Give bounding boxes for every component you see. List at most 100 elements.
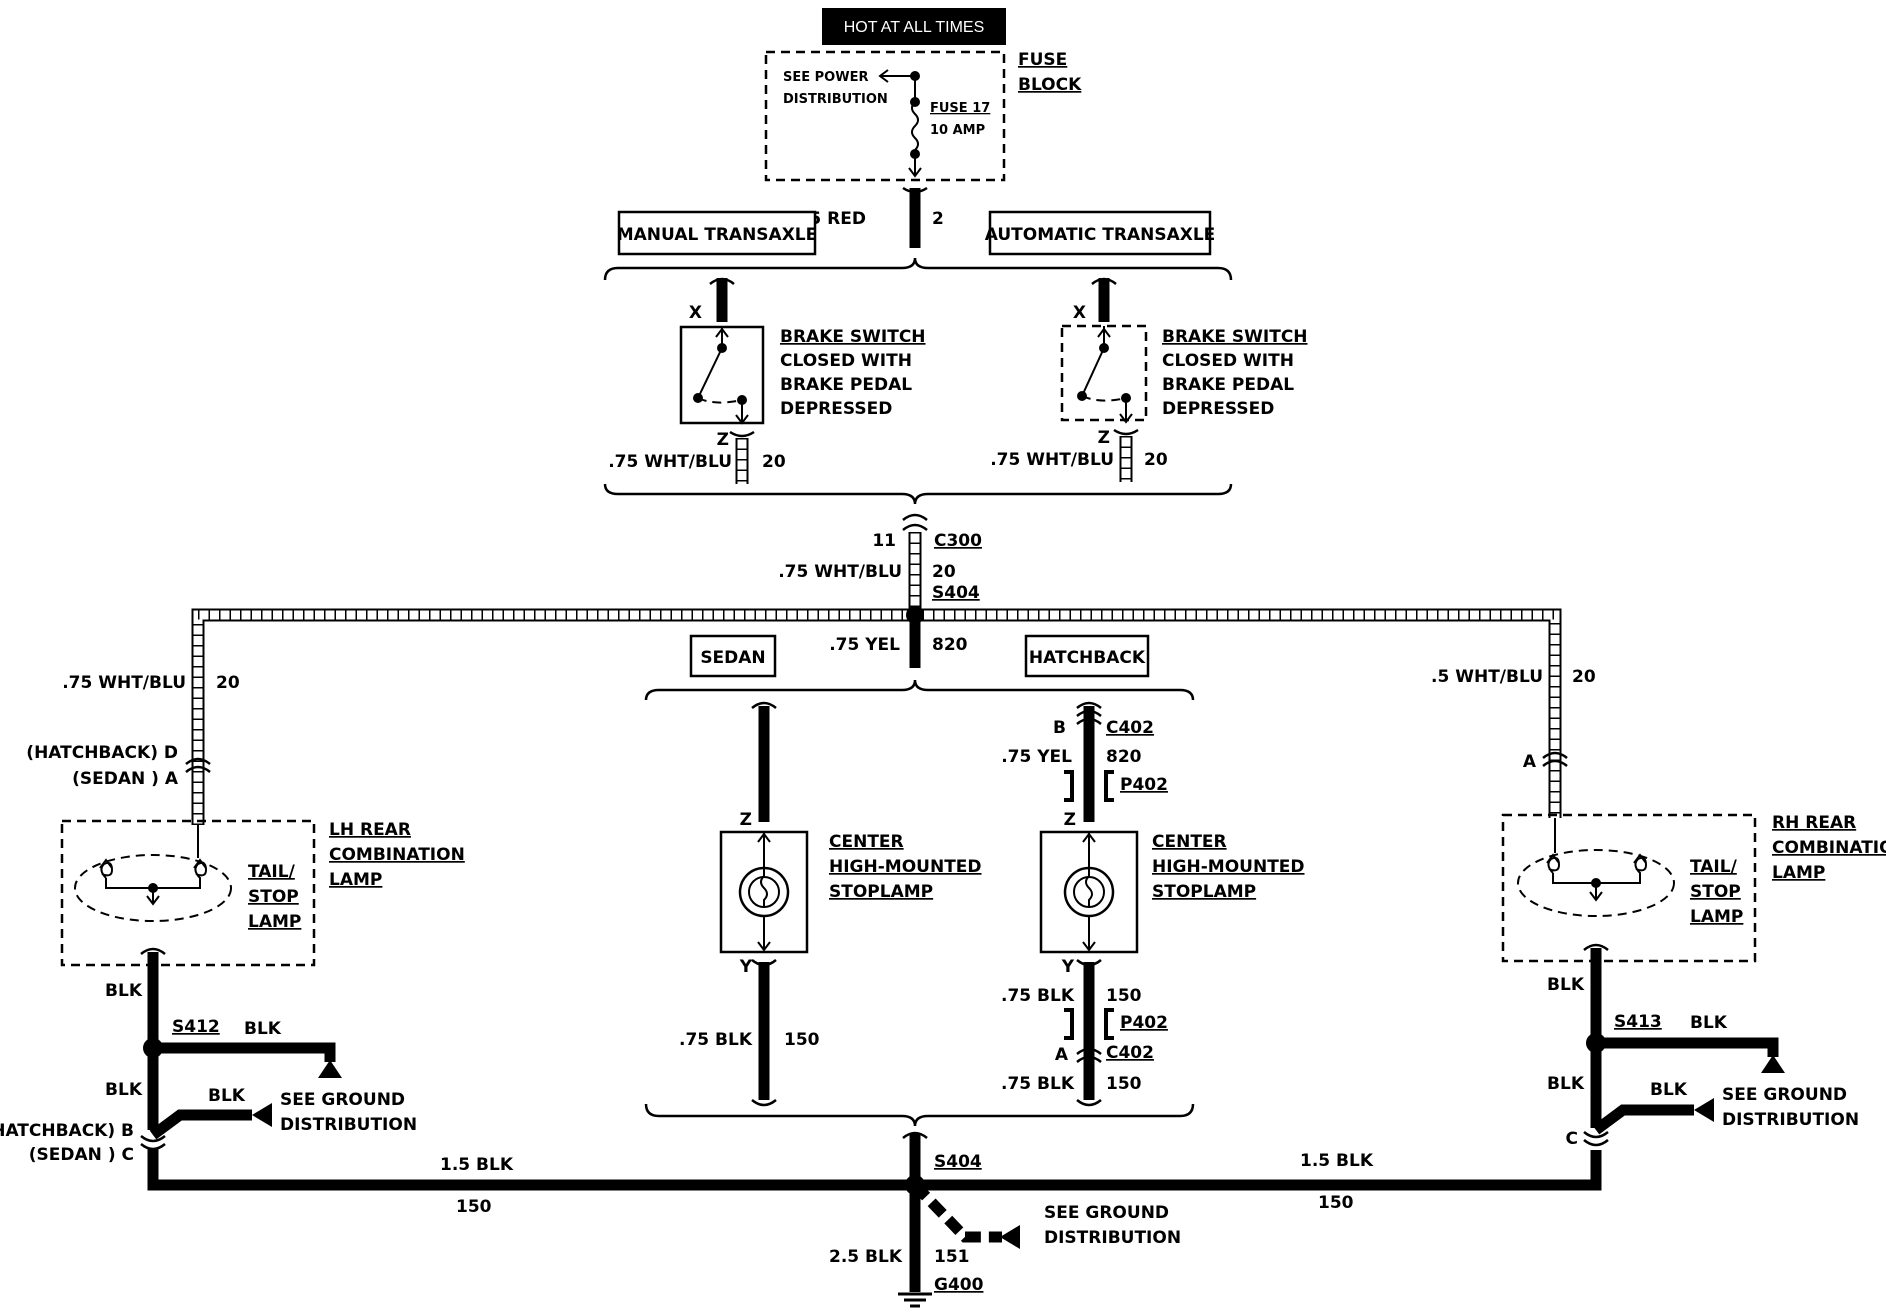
- svg-text:BLK: BLK: [105, 1080, 143, 1100]
- svg-text:BLOCK: BLOCK: [1018, 75, 1082, 95]
- svg-text:BLK: BLK: [105, 981, 143, 1001]
- svg-text:(HATCHBACK) D: (HATCHBACK) D: [26, 743, 178, 763]
- fuse-17-element: [911, 101, 919, 151]
- svg-text:DEPRESSED: DEPRESSED: [780, 399, 892, 419]
- fuse-17-label: FUSE 17: [930, 101, 990, 116]
- svg-text:20: 20: [1144, 450, 1168, 470]
- svg-text:STOP: STOP: [1690, 882, 1741, 902]
- c402-connector-bottom: C402: [1106, 1043, 1154, 1063]
- svg-text:MANUAL TRANSAXLE: MANUAL TRANSAXLE: [617, 225, 818, 245]
- svg-text:BLK: BLK: [1547, 975, 1585, 995]
- ground-bus: S404 1.5 BLK 150 1.5 BLK 150 SEE GROUND …: [147, 1131, 1602, 1308]
- ground-arrow-icon: [318, 1060, 342, 1078]
- svg-text:Z: Z: [1098, 428, 1110, 448]
- svg-text:LAMP: LAMP: [1690, 907, 1743, 927]
- svg-text:BRAKE SWITCH: BRAKE SWITCH: [780, 327, 926, 347]
- hatchback-chmsl-title: CENTER: [1152, 832, 1227, 852]
- c402-connector-top: C402: [1106, 718, 1154, 738]
- svg-text:STOPLAMP: STOPLAMP: [829, 882, 933, 902]
- svg-text:DEPRESSED: DEPRESSED: [1162, 399, 1274, 419]
- svg-text:2.5 BLK: 2.5 BLK: [829, 1247, 903, 1267]
- svg-text:TAIL/: TAIL/: [248, 862, 296, 882]
- hatchback-chmsl: B C402 .75 YEL 820 P402 Z CENTER HIGH-MO…: [1001, 701, 1305, 1107]
- svg-text:COMBINATION: COMBINATION: [1772, 838, 1886, 858]
- svg-text:820: 820: [932, 635, 968, 655]
- rh-ground-circuit: BLK S413 BLK BLK BLK SEE GROUND DISTRIBU…: [1547, 943, 1859, 1149]
- ground-arrow-icon: [1761, 1055, 1785, 1073]
- svg-text:1.5 BLK: 1.5 BLK: [440, 1155, 514, 1175]
- svg-text:S412: S412: [172, 1017, 220, 1037]
- svg-text:.75 BLK: .75 BLK: [1001, 986, 1075, 1006]
- svg-text:11: 11: [872, 531, 896, 551]
- svg-text:20: 20: [1572, 667, 1596, 687]
- svg-text:BRAKE SWITCH: BRAKE SWITCH: [1162, 327, 1308, 347]
- svg-text:STOPLAMP: STOPLAMP: [1152, 882, 1256, 902]
- svg-text:COMBINATION: COMBINATION: [329, 845, 465, 865]
- svg-text:DISTRIBUTION: DISTRIBUTION: [1044, 1228, 1181, 1248]
- svg-text:C300: C300: [934, 531, 982, 551]
- svg-text:LAMP: LAMP: [1772, 863, 1825, 883]
- svg-text:.75 BLK: .75 BLK: [1001, 1074, 1075, 1094]
- s404-upper-splice: S404 .75 YEL 820: [829, 583, 980, 668]
- wht-blu-distribution-bus: [191, 608, 1562, 825]
- automatic-brake-switch: X BRAKE SWITCH CLOSED WITH BRAKE PEDAL D…: [990, 277, 1308, 482]
- svg-text:.75 WHT/BLU: .75 WHT/BLU: [62, 673, 186, 693]
- svg-text:A: A: [1055, 1045, 1069, 1065]
- fuse-block: FUSE BLOCK SEE POWER DISTRIBUTION FUSE 1…: [764, 50, 1082, 182]
- transaxle-option-brace-bottom: [603, 483, 1233, 505]
- svg-text:CLOSED WITH: CLOSED WITH: [1162, 351, 1294, 371]
- manual-transaxle-box: MANUAL TRANSAXLE: [617, 210, 818, 256]
- svg-text:20: 20: [932, 562, 956, 582]
- svg-text:BLK: BLK: [208, 1086, 246, 1106]
- svg-text:BLK: BLK: [244, 1019, 282, 1039]
- svg-text:.75 WHT/BLU: .75 WHT/BLU: [778, 562, 902, 582]
- ground-arrow-icon: [252, 1103, 272, 1127]
- svg-text:DISTRIBUTION: DISTRIBUTION: [280, 1115, 417, 1135]
- transaxle-option-brace-top: [603, 257, 1233, 281]
- svg-text:BLK: BLK: [1547, 1074, 1585, 1094]
- svg-text:Z: Z: [1064, 810, 1076, 830]
- svg-text:LAMP: LAMP: [329, 870, 382, 890]
- fuse-block-title: FUSE: [1018, 50, 1067, 70]
- svg-text:X: X: [1073, 303, 1086, 323]
- ground-arrow-icon: [1000, 1225, 1020, 1249]
- svg-text:SEE GROUND: SEE GROUND: [1044, 1203, 1169, 1223]
- svg-text:1.5 BLK: 1.5 BLK: [1300, 1151, 1374, 1171]
- svg-text:BRAKE PEDAL: BRAKE PEDAL: [780, 375, 912, 395]
- svg-text:DISTRIBUTION: DISTRIBUTION: [1722, 1110, 1859, 1130]
- svg-text:S413: S413: [1614, 1012, 1662, 1032]
- hatchback-box: HATCHBACK: [1024, 634, 1150, 678]
- svg-text:150: 150: [1106, 1074, 1142, 1094]
- manual-brake-switch: X BRAKE SWITCH CLOSED WITH BRAKE PEDAL D…: [608, 277, 926, 484]
- g400-ground-label: G400: [934, 1275, 984, 1295]
- svg-text:151: 151: [934, 1247, 970, 1267]
- svg-text:AUTOMATIC TRANSAXLE: AUTOMATIC TRANSAXLE: [985, 225, 1216, 245]
- svg-text:Z: Z: [740, 810, 752, 830]
- variant-option-brace-bottom: [644, 1103, 1195, 1127]
- svg-text:S404: S404: [934, 1152, 982, 1172]
- sedan-box: SEDAN: [689, 634, 777, 678]
- svg-text:.75 WHT/BLU: .75 WHT/BLU: [608, 452, 732, 472]
- svg-text:150: 150: [1106, 986, 1142, 1006]
- rh-lamp-title: RH REAR: [1772, 813, 1856, 833]
- svg-text:C: C: [1566, 1129, 1578, 1149]
- svg-text:TAIL/: TAIL/: [1690, 857, 1738, 877]
- rh-rear-combination-lamp: .5 WHT/BLU 20 A RH REAR COMBINATION LAMP…: [1431, 667, 1886, 963]
- svg-text:CLOSED WITH: CLOSED WITH: [780, 351, 912, 371]
- see-power-distribution-label: SEE POWER: [783, 70, 868, 85]
- svg-text:150: 150: [1318, 1193, 1354, 1213]
- svg-text:20: 20: [216, 673, 240, 693]
- hot-at-all-times-banner: HOT AT ALL TIMES: [822, 8, 1006, 45]
- svg-text:.75 WHT/BLU: .75 WHT/BLU: [990, 450, 1114, 470]
- ground-arrow-icon: [1694, 1098, 1714, 1122]
- svg-text:HIGH-MOUNTED: HIGH-MOUNTED: [1152, 857, 1305, 877]
- svg-text:(SEDAN ) A: (SEDAN ) A: [72, 769, 179, 789]
- svg-text:BLK: BLK: [1650, 1080, 1688, 1100]
- svg-text:2: 2: [932, 209, 944, 229]
- svg-text:S404: S404: [932, 583, 980, 603]
- c300-connector: 11 C300 .75 WHT/BLU 20: [778, 513, 982, 612]
- svg-text:A: A: [1523, 752, 1537, 772]
- lh-rear-combination-lamp: .75 WHT/BLU 20 (HATCHBACK) D (SEDAN ) A …: [26, 673, 465, 967]
- svg-text:SEDAN: SEDAN: [700, 648, 765, 668]
- svg-text:.75 BLK: .75 BLK: [679, 1030, 753, 1050]
